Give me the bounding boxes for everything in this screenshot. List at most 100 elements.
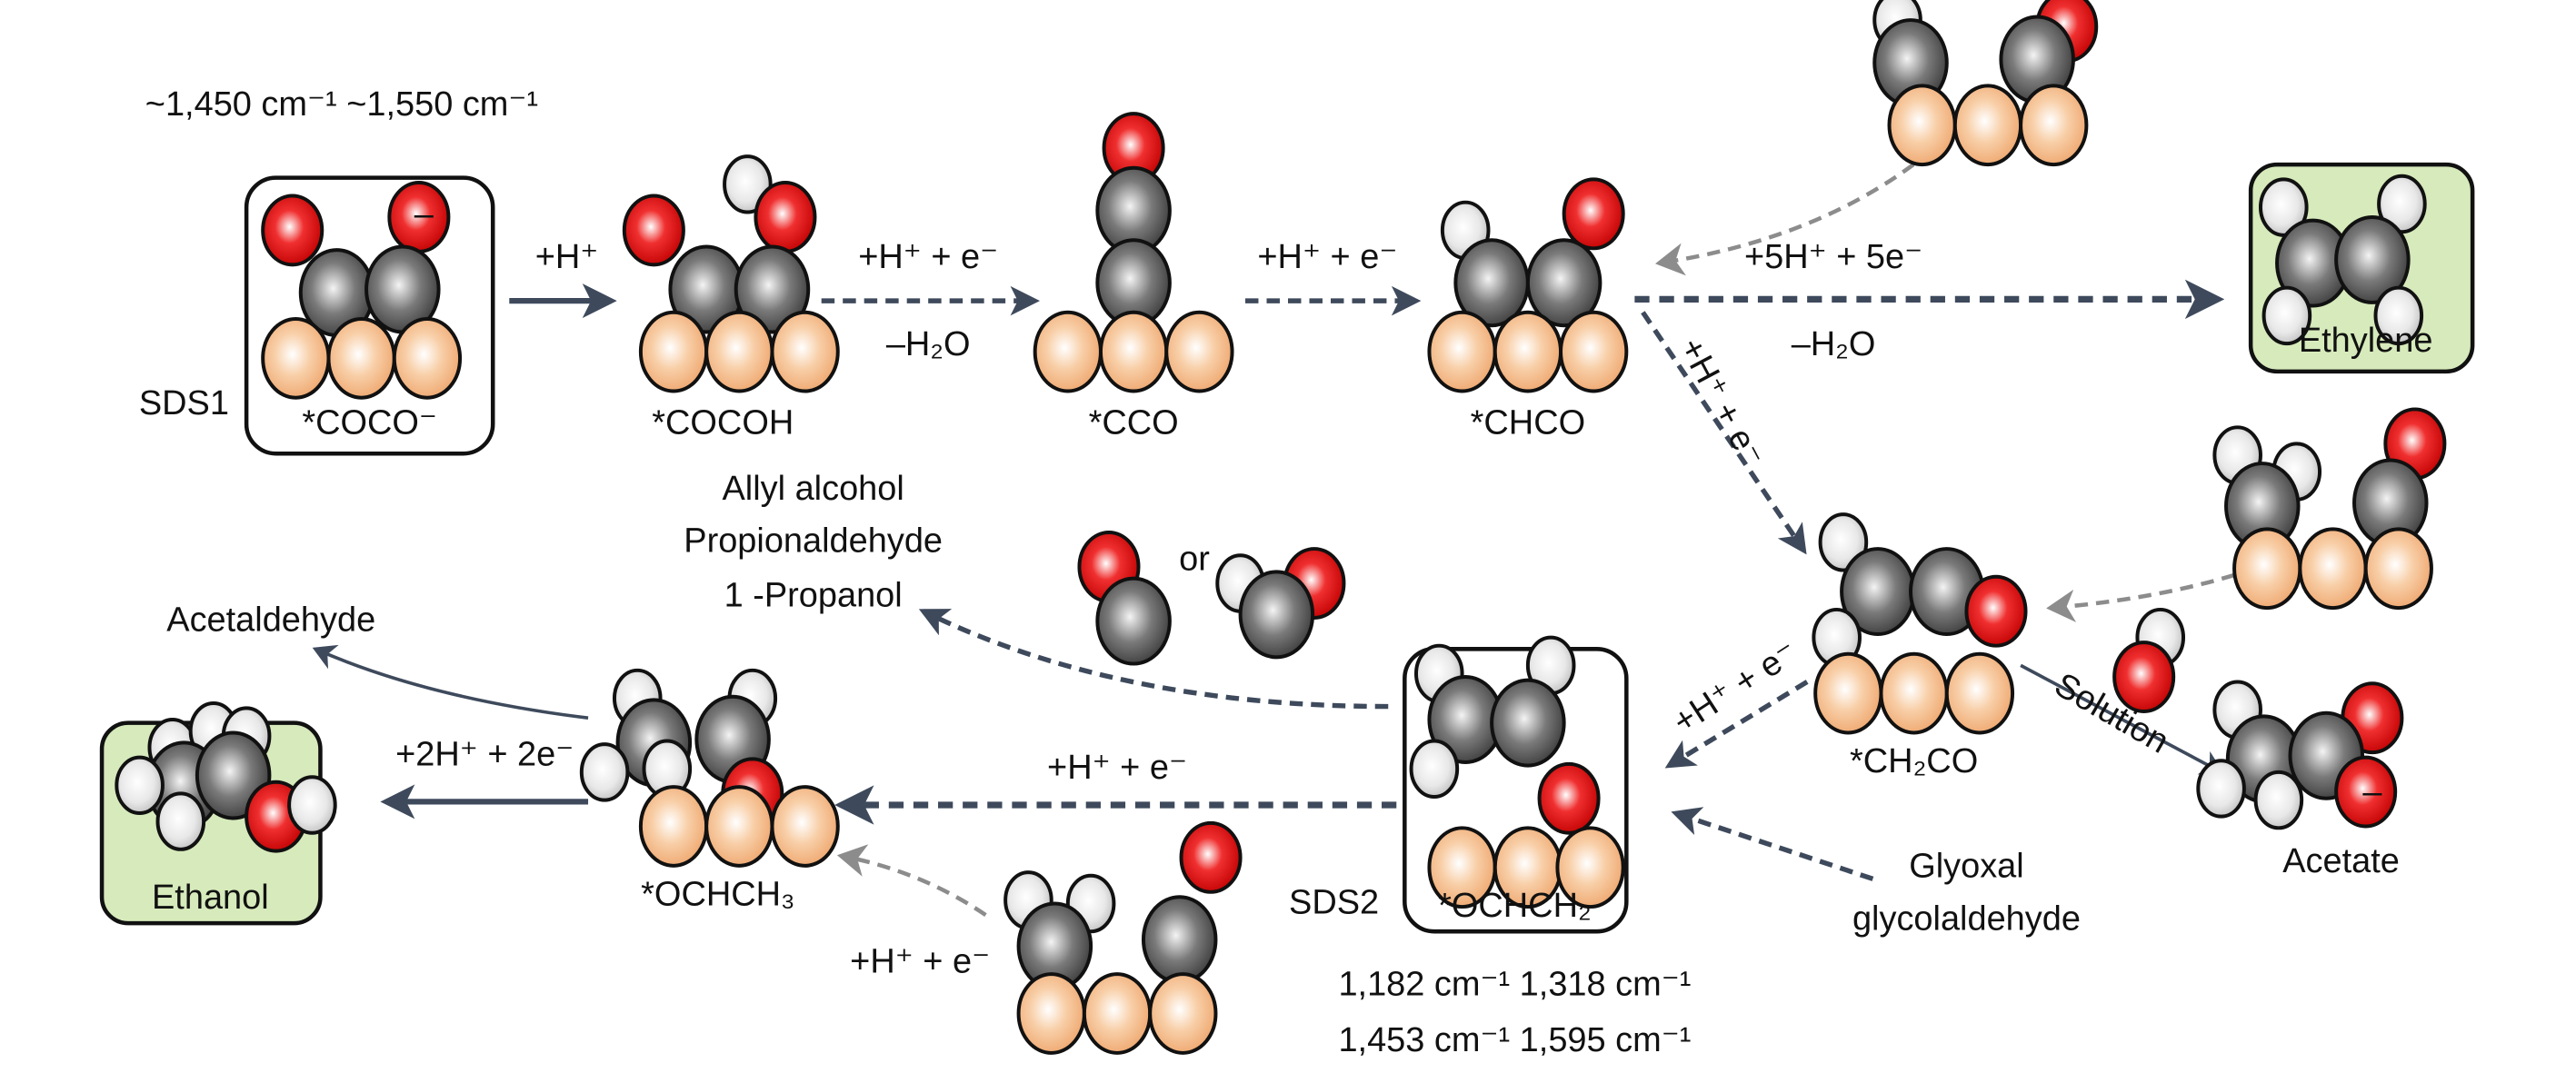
step-label: –H₂O	[886, 325, 971, 363]
intermediate-cco-label: *CCO	[1089, 404, 1179, 442]
c3-product-label: Allyl alcohol	[722, 470, 904, 508]
molecule-ochch3	[579, 668, 840, 868]
arrows	[312, 149, 2235, 917]
sds1-label: SDS1	[139, 384, 229, 422]
sds1-wavenumbers: ~1,450 cm⁻¹ ~1,550 cm⁻¹	[145, 85, 538, 124]
copper-atom	[770, 785, 840, 868]
product-ethylene-label: Ethylene	[2299, 322, 2433, 360]
copper-atom	[1148, 972, 1218, 1055]
carbon-atom	[1525, 238, 1603, 328]
step-label: +H⁺ + e⁻	[858, 238, 998, 276]
molecule-chco	[1427, 177, 1629, 393]
hydrogen-atom	[2261, 285, 2312, 346]
molecule-cco	[1033, 112, 1234, 393]
oxygen-atom	[2112, 641, 2176, 713]
hydrogen-atom	[2373, 285, 2424, 346]
copper-atom	[2298, 527, 2368, 611]
or-label: or	[1179, 541, 1210, 579]
copper-atom	[1016, 972, 1086, 1055]
molecules	[115, 0, 2447, 1055]
intermediate-ochch2-label: *OCHCH₂	[1438, 887, 1592, 925]
hydrogen-atom	[115, 755, 165, 816]
sds2-wavenumbers: 1,453 cm⁻¹ 1,595 cm⁻¹	[1338, 1021, 1691, 1059]
carbon-atom	[734, 244, 811, 334]
sds2-wavenumbers: 1,182 cm⁻¹ 1,318 cm⁻¹	[1338, 966, 1691, 1004]
molecule-top	[1872, 0, 2099, 167]
carbon-atom	[2334, 214, 2411, 304]
molecule-or1	[1077, 530, 1172, 666]
hydrogen-atom	[287, 775, 337, 835]
intermediate-coco-label: *COCO⁻	[302, 404, 437, 442]
arrow-glyoxal-to-ochch2	[1671, 807, 1874, 881]
molecule-right	[2212, 407, 2447, 611]
intermediate-chco-label: *CHCO	[1471, 404, 1585, 442]
copper-atom	[261, 317, 331, 400]
copper-atom	[2019, 84, 2089, 167]
step-label: +H⁺ + e⁻	[850, 942, 990, 980]
c3-product-label: 1 -Propanol	[724, 576, 903, 614]
molecule-ethylene	[2258, 174, 2427, 346]
product-acetaldehyde-label: Acetaldehyde	[166, 601, 375, 639]
molecule-cocoh	[622, 154, 840, 393]
arrow-right-to-ch2co	[2046, 572, 2235, 622]
arrow-ch2co-to-ochch2	[1664, 680, 1809, 769]
molecule-ochch2	[1409, 635, 1625, 909]
molecule-ch2co	[1812, 512, 2028, 735]
step-label: +H⁺	[535, 238, 599, 276]
arrow-top-to-chco	[1655, 149, 1932, 276]
copper-atom	[1879, 651, 1949, 735]
oxygen-atom	[754, 181, 817, 253]
carbon-atom	[1095, 576, 1172, 666]
copper-atom	[1082, 972, 1153, 1055]
copper-atom	[326, 317, 396, 400]
step-label: +H⁺ + e⁻	[1666, 633, 1804, 741]
hydrogen-atom	[2196, 759, 2246, 819]
copper-atom	[2363, 527, 2433, 611]
hydrogen-atom	[155, 791, 206, 851]
molecule-acetate	[2196, 680, 2404, 830]
copper-atom	[1944, 651, 2015, 735]
molecule-bottom	[1003, 820, 1243, 1055]
copper-atom	[704, 310, 774, 393]
hydrogen-atom	[2253, 770, 2304, 830]
hydrogen-atom	[579, 742, 630, 802]
copper-atom	[1887, 84, 1957, 167]
oxygen-atom	[2334, 755, 2398, 829]
product-ethanol-label: Ethanol	[152, 879, 269, 917]
side-product-label: glycolaldehyde	[1852, 899, 2081, 938]
copper-atom	[1427, 310, 1497, 393]
product-acetate-label: Acetate	[2282, 842, 2400, 880]
hydrogen-atom	[1409, 739, 1460, 799]
step-label: +5H⁺ + 5e⁻	[1744, 238, 1922, 276]
carbon-atom	[1141, 895, 1218, 985]
step-label: –H₂O	[1792, 325, 1876, 363]
copper-atom	[638, 785, 709, 868]
intermediate-ch2co-label: *CH₂CO	[1850, 742, 1978, 780]
intermediate-ochch3-label: *OCHCH₃	[641, 875, 794, 913]
charge-minus: –	[414, 195, 434, 233]
molecule-ethanol	[115, 700, 337, 853]
side-product-label: Glyoxal	[1909, 848, 2024, 886]
sds2-label: SDS2	[1289, 883, 1379, 921]
c3-product-label: Propionaldehyde	[684, 522, 943, 561]
arrow-bottom-to-ochch3	[836, 844, 987, 917]
sds2-box	[1403, 647, 1629, 934]
oxygen-atom	[261, 194, 324, 267]
arrow-ochch3-to-acetaldehyde	[312, 644, 589, 720]
copper-atom	[638, 310, 709, 393]
arrow-ch2co-to-acetate	[2020, 663, 2224, 775]
molecule-or2	[1215, 547, 1346, 660]
charge-minus: –	[2362, 773, 2382, 811]
copper-atom	[704, 785, 774, 868]
step-label: +H⁺ + e⁻	[1257, 238, 1397, 276]
molecule-water	[2112, 607, 2186, 713]
copper-atom	[1164, 310, 1234, 393]
copper-atom	[392, 317, 463, 400]
step-label: +H⁺ + e⁻	[1047, 749, 1187, 787]
step-label: +2H⁺ + 2e⁻	[395, 736, 574, 774]
intermediate-cocoh-label: *COCOH	[652, 404, 794, 442]
oxygen-atom	[1964, 574, 2028, 648]
arrow-ochch2-to-c3	[918, 609, 1389, 710]
copper-atom	[1559, 310, 1629, 393]
